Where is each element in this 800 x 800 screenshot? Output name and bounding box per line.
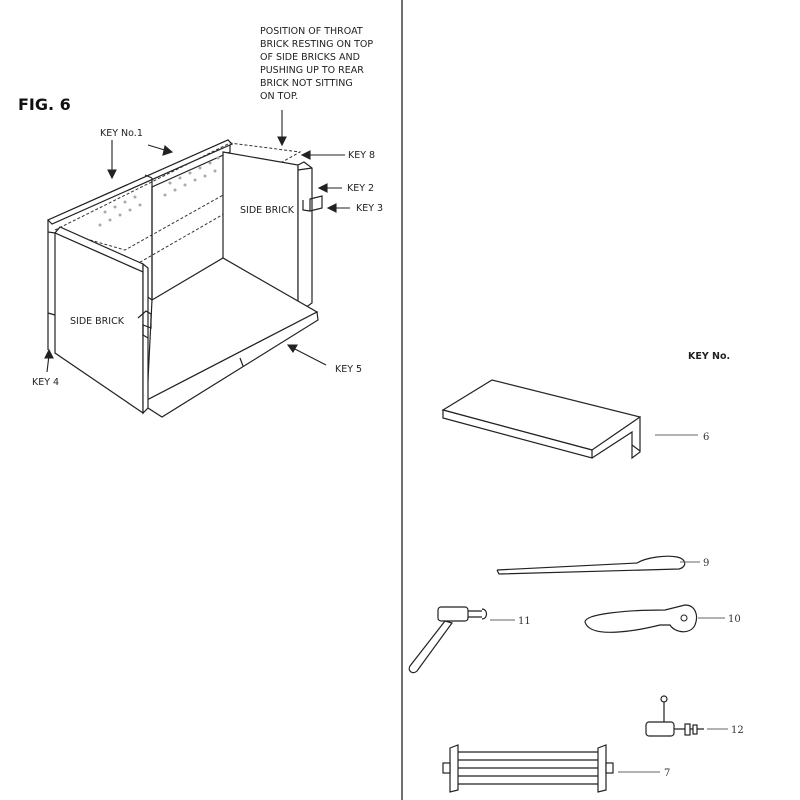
- svg-text:7: 7: [664, 768, 670, 779]
- svg-text:POSITION OF THROAT: POSITION OF THROAT: [260, 26, 363, 37]
- label-key-3: KEY 3: [356, 203, 383, 214]
- label-side-brick-left: SIDE BRICK: [70, 316, 125, 327]
- label-key-4: KEY 4: [32, 377, 59, 388]
- part-handle-11: 11: [408, 606, 531, 674]
- part-tray-6: 6: [441, 379, 709, 460]
- part-bolt-12: 12: [645, 695, 744, 737]
- callout-arrows: [44, 110, 350, 373]
- svg-text:ON TOP.: ON TOP.: [260, 91, 298, 102]
- figure-title: FIG. 6: [18, 95, 71, 114]
- part-poker-9: 9: [496, 555, 709, 575]
- part-spanner-10: 10: [584, 604, 741, 633]
- label-key-8: KEY 8: [348, 150, 375, 161]
- throat-brick-note: POSITION OF THROAT BRICK RESTING ON TOP …: [260, 26, 373, 102]
- svg-text:10: 10: [728, 614, 741, 625]
- svg-text:BRICK NOT SITTING: BRICK NOT SITTING: [260, 78, 353, 89]
- svg-text:6: 6: [703, 432, 709, 443]
- brick-texture-dots: [98, 156, 220, 227]
- svg-text:12: 12: [731, 725, 744, 736]
- svg-text:9: 9: [703, 558, 709, 569]
- svg-text:11: 11: [518, 616, 531, 627]
- label-key-5: KEY 5: [335, 364, 362, 375]
- label-key-1: KEY No.1: [100, 128, 143, 139]
- part-grate-7: 7: [442, 744, 670, 793]
- label-key-2: KEY 2: [347, 183, 374, 194]
- svg-text:BRICK RESTING ON TOP: BRICK RESTING ON TOP: [260, 39, 373, 50]
- parts-heading: KEY No.: [688, 351, 730, 362]
- svg-text:PUSHING UP TO REAR: PUSHING UP TO REAR: [260, 65, 364, 76]
- label-side-brick-right: SIDE BRICK: [240, 205, 295, 216]
- fireplace-brick-assembly: [46, 139, 323, 418]
- svg-text:OF SIDE BRICKS AND: OF SIDE BRICKS AND: [260, 52, 360, 63]
